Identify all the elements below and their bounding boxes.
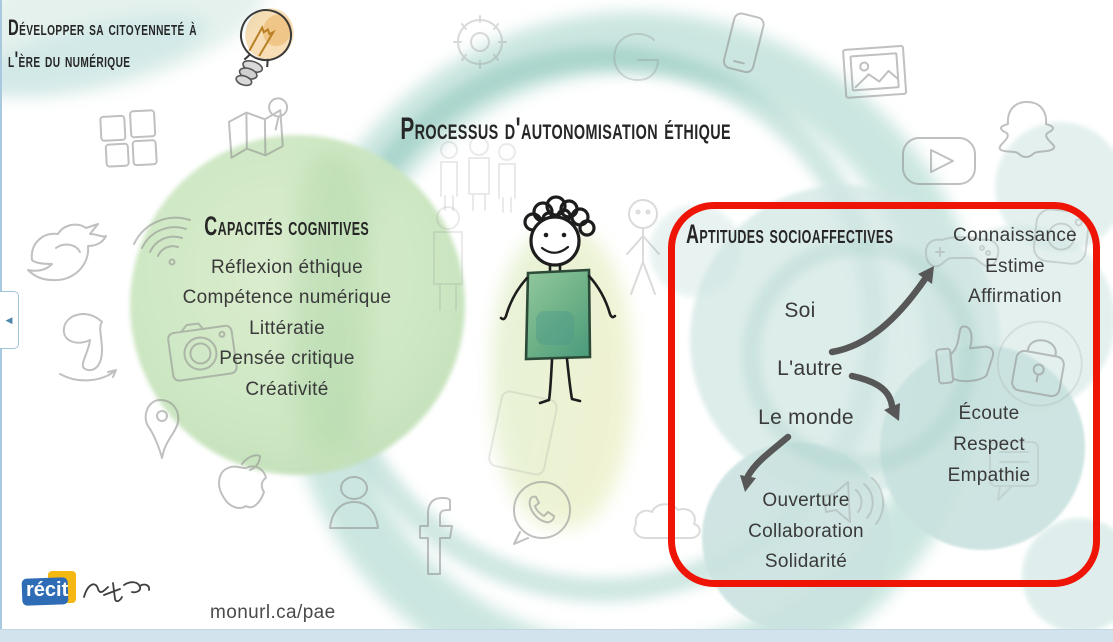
monde-items: Ouverture Collaboration Solidarité — [716, 486, 896, 578]
twitter-icon — [27, 223, 107, 282]
watercolor-figure-halo — [492, 228, 632, 528]
person-icon — [329, 476, 379, 529]
chevron-left-icon[interactable]: ◀ — [5, 314, 13, 325]
list-item: Estime — [985, 255, 1045, 277]
page-title: Processus d'autonomisation éthique — [400, 110, 732, 146]
map-icon — [227, 97, 289, 159]
list-item: Compétence numérique — [182, 287, 392, 309]
list-item: Écoute — [958, 403, 1020, 424]
soi-items: Connaissance Estime Affirmation — [915, 221, 1113, 313]
list-item: Solidarité — [764, 551, 848, 573]
recit-logo-text: récit — [26, 579, 69, 601]
recit-logo: récit — [21, 571, 80, 613]
apple-icon — [218, 454, 267, 509]
youtube-icon — [902, 137, 976, 185]
node-soi: Soi — [784, 299, 816, 322]
gear-icon — [453, 15, 507, 69]
list-item: Respect — [953, 434, 1025, 455]
horizontal-scrollbar[interactable] — [0, 629, 1113, 642]
windows-grid-icon — [99, 109, 158, 168]
location-pin-icon — [144, 399, 180, 459]
author-signature — [83, 581, 150, 603]
list-item: Collaboration — [748, 520, 864, 542]
list-item: Pensée critique — [219, 348, 355, 370]
whatsapp-icon — [513, 481, 571, 545]
list-item: Littératie — [249, 317, 325, 339]
stick-person-doodle — [626, 199, 660, 295]
amazon-a-icon — [59, 313, 117, 382]
cognitive-heading-wrap: Capacités cognitives — [157, 211, 417, 241]
node-monde: Le monde — [758, 406, 854, 429]
people-group-doodle — [440, 136, 516, 213]
badge-line-2: l'ère du numérique — [8, 48, 131, 73]
autre-items: Écoute Respect Empathie — [909, 398, 1069, 491]
cognitive-list: Réflexion éthique Compétence numérique L… — [157, 253, 417, 405]
lightbulb-icon — [235, 8, 294, 87]
list-item: Empathie — [947, 465, 1031, 486]
badge-title: Développer sa citoyenneté à l'ère du num… — [8, 13, 197, 77]
list-item: Créativité — [245, 378, 329, 400]
stick-figure-drawing — [499, 195, 617, 405]
page-title-wrap: Processus d'autonomisation éthique — [350, 110, 782, 146]
phone-doodle — [488, 390, 558, 476]
badge-line-1: Développer sa citoyenneté à — [8, 16, 197, 41]
socioaffective-heading: Aptitudes socioaffectives — [686, 219, 894, 249]
facebook-icon — [419, 497, 453, 575]
node-autre: L'autre — [777, 357, 843, 380]
pale-figure-doodle — [433, 206, 463, 311]
list-item: Connaissance — [952, 225, 1077, 246]
snapchat-icon — [998, 101, 1056, 158]
short-url: monurl.ca/pae — [210, 602, 336, 623]
picture-frame-icon — [842, 44, 908, 99]
previous-slide-tab[interactable]: ◀ — [0, 291, 19, 349]
list-item: Réflexion éthique — [211, 257, 363, 278]
cognitive-heading: Capacités cognitives — [204, 211, 370, 241]
smartphone-icon — [722, 12, 765, 74]
google-g-icon — [613, 32, 659, 81]
list-item: Ouverture — [762, 490, 850, 511]
list-item: Affirmation — [968, 286, 1062, 308]
